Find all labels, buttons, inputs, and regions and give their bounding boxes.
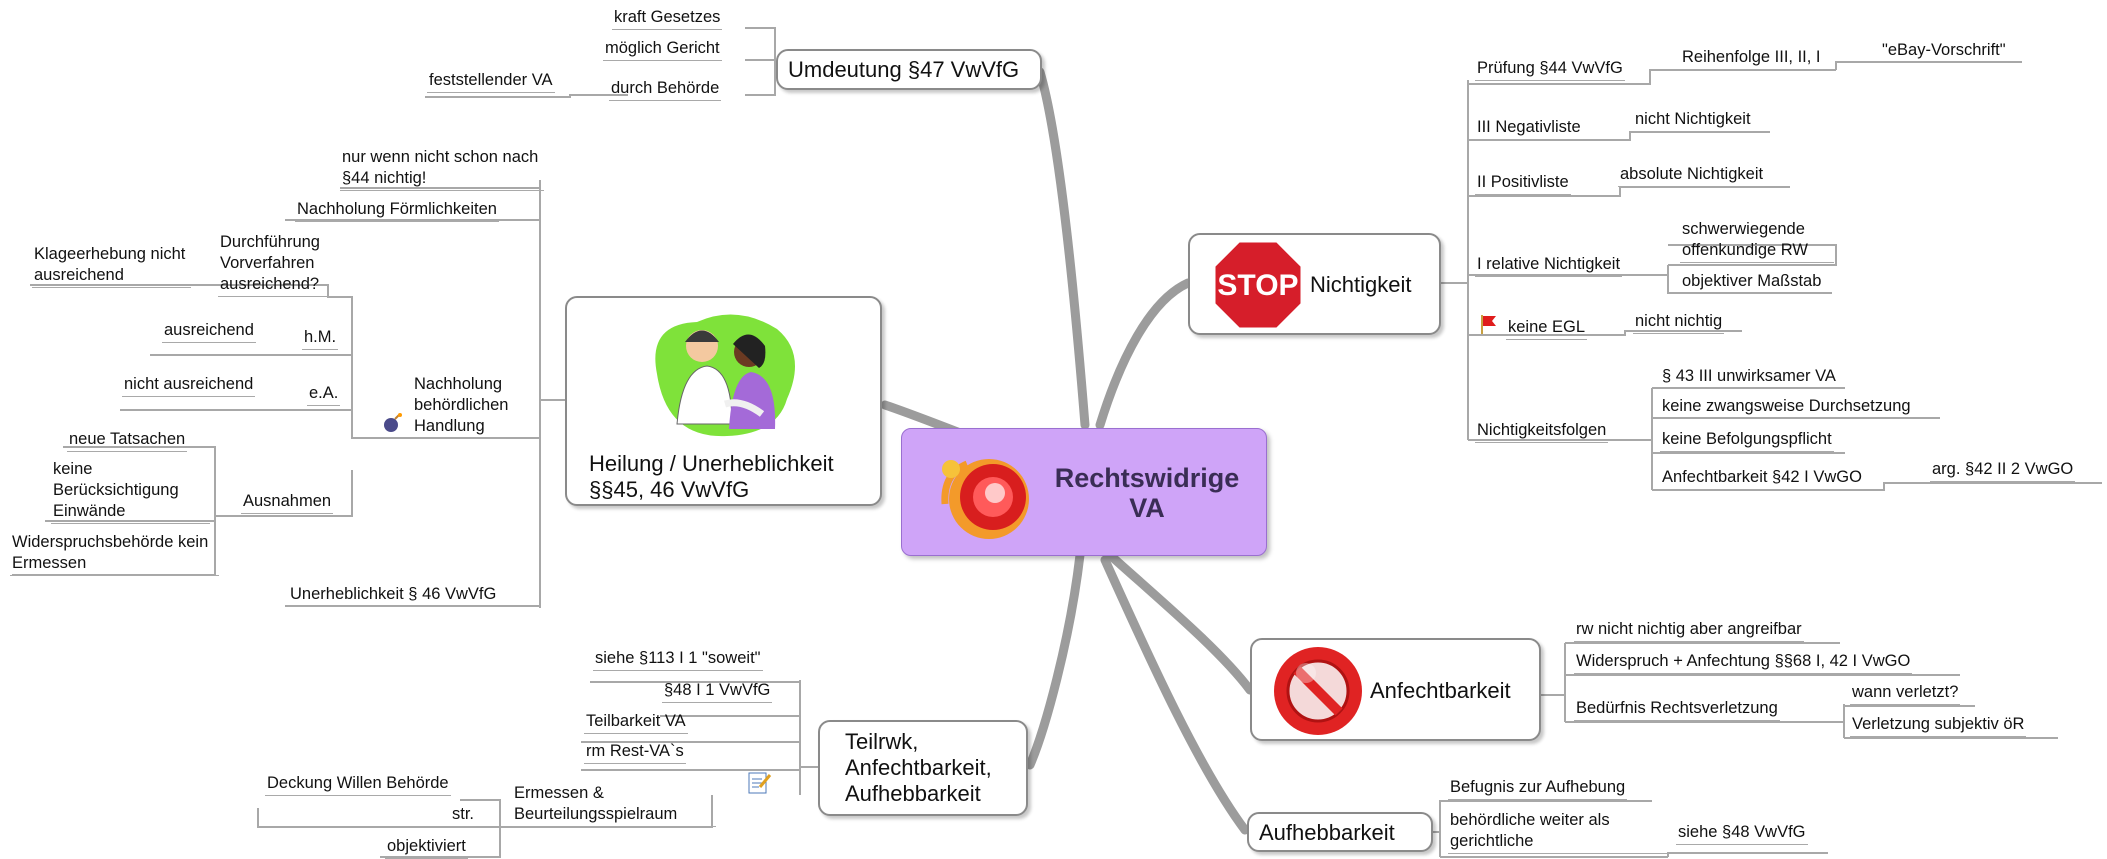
folgen-item-1: § 43 III unwirksamer VA	[1660, 366, 1838, 389]
nichtigkeitsfolgen: Nichtigkeitsfolgen	[1475, 420, 1609, 443]
stop-sign-text: STOP	[1217, 269, 1298, 302]
nicht-nichtigkeit: nicht Nichtigkeit	[1633, 109, 1753, 132]
teilrwk-item-4: rm Rest-VA`s	[584, 741, 686, 764]
teilrwk-title: Teilrwk, Anfechtbarkeit, Aufhebbarkeit	[845, 729, 992, 807]
anfecht-item-1: rw nicht nichtig aber angreifbar	[1574, 619, 1804, 642]
teilrwk-item-2: §48 I 1 VwVfG	[662, 680, 773, 703]
umdeutung-item-3: durch Behörde	[609, 78, 722, 101]
nachholung-handlung: Nachholung behördlichen Handlung	[412, 374, 509, 439]
nicht-nichtig: nicht nichtig	[1633, 311, 1725, 334]
anfechtbarkeit-title: Anfechtbarkeit	[1370, 678, 1511, 703]
folgen-item-3: keine Befolgungspflicht	[1660, 429, 1834, 452]
keine-beruecksichtigung: keine Berücksichtigung Einwände	[51, 459, 210, 524]
aufhebbarkeit-title: Aufhebbarkeit	[1259, 820, 1395, 845]
heilung-node[interactable]: Heilung / Unerheblichkeit §§45, 46 VwVfG	[565, 296, 882, 506]
umdeutung-item-2: möglich Gericht	[603, 38, 722, 61]
alarm-bell-icon	[941, 459, 1029, 539]
nichtigkeit-node[interactable]: STOP Nichtigkeit	[1188, 233, 1441, 335]
neue-tatsachen: neue Tatsachen	[67, 429, 188, 452]
nicht-ausreichend: nicht ausreichend	[122, 374, 256, 397]
umdeutung-item-1: kraft Gesetzes	[612, 7, 723, 30]
verletzung-subjektiv: Verletzung subjektiv öR	[1850, 714, 2027, 737]
keine-egl: keine EGL	[1506, 317, 1588, 340]
widerspruchsbehoerde: Widerspruchsbehörde kein Ermessen	[10, 532, 219, 576]
heilung-title-line1: Heilung / Unerheblichkeit	[589, 451, 834, 476]
ausnahmen: Ausnahmen	[241, 491, 334, 514]
folgen-item-2: keine zwangsweise Durchsetzung	[1660, 396, 1913, 419]
central-title-line1: Rechtswidrige	[1054, 463, 1240, 493]
teilrwk-title-line3: Aufhebbarkeit	[845, 781, 981, 806]
red-flag-icon	[1478, 313, 1500, 335]
teilrwk-item-3: Teilbarkeit VA	[584, 711, 688, 734]
umdeutung-sub: feststellender VA	[427, 70, 555, 93]
unerheblichkeit: Unerheblichkeit § 46 VwVfG	[288, 584, 499, 607]
hm-label: h.M.	[302, 327, 339, 350]
anfechtbarkeit-node[interactable]: Anfechtbarkeit	[1250, 638, 1541, 741]
umdeutung-title: Umdeutung §47 VwVfG	[788, 57, 1020, 82]
doctor-patient-clipart	[655, 314, 795, 437]
notepad-icon	[746, 769, 772, 795]
central-node[interactable]: Rechtswidrige VA	[901, 428, 1267, 556]
nichtigkeit-title: Nichtigkeit	[1310, 272, 1412, 297]
behoerdliche-weiter: behördliche weiter als gerichtliche	[1448, 810, 1667, 854]
teilrwk-item-1: siehe §113 I 1 "soweit"	[593, 648, 763, 671]
folgen-item-4: Anfechtbarkeit §42 I VwGO	[1660, 467, 1864, 490]
relative-nichtigkeit: I relative Nichtigkeit	[1475, 254, 1623, 277]
ea-label: e.A.	[307, 383, 341, 406]
str-label: str.	[450, 804, 477, 827]
pruefung-44: Prüfung §44 VwVfG	[1475, 58, 1625, 81]
deckung-willen: Deckung Willen Behörde	[265, 773, 451, 796]
heilung-title-line2: §§45, 46 VwVfG	[589, 477, 750, 502]
umdeutung-node[interactable]: Umdeutung §47 VwVfG	[776, 49, 1042, 90]
anfecht-item-2: Widerspruch + Anfechtung §§68 I, 42 I Vw…	[1574, 651, 1913, 674]
objektiviert: objektiviert	[385, 836, 468, 859]
objektiver-massstab: objektiver Maßstab	[1680, 271, 1824, 294]
absolute-nichtigkeit: absolute Nichtigkeit	[1618, 164, 1766, 187]
schwerwiegende-rw: schwerwiegende offenkundige RW	[1680, 219, 1834, 263]
stop-sign-icon: STOP	[1212, 239, 1304, 331]
no-entry-icon	[1274, 647, 1362, 735]
bomb-icon	[382, 412, 404, 434]
arg-42: arg. §42 II 2 VwGO	[1930, 459, 2076, 482]
aufhebbarkeit-node[interactable]: Aufhebbarkeit	[1247, 812, 1433, 852]
heilung-note: nur wenn nicht schon nach §44 nichtig!	[340, 147, 544, 191]
ebay-vorschrift: "eBay-Vorschrift"	[1880, 40, 2008, 63]
ermessen: Ermessen & Beurteilungsspielraum	[512, 783, 716, 827]
teilrwk-node[interactable]: Teilrwk, Anfechtbarkeit, Aufhebbarkeit	[818, 720, 1028, 816]
negativliste: III Negativliste	[1475, 117, 1583, 140]
heilung-title: Heilung / Unerheblichkeit §§45, 46 VwVfG	[589, 451, 834, 503]
central-title: Rechtswidrige VA	[1032, 463, 1262, 523]
vorverfahren: Durchführung Vorverfahren ausreichend?	[218, 232, 347, 297]
ausreichend: ausreichend	[162, 320, 256, 343]
positivliste: II Positivliste	[1475, 172, 1571, 195]
klageerhebung: Klageerhebung nicht ausreichend	[32, 244, 191, 288]
central-title-line2: VA	[1129, 493, 1165, 523]
teilrwk-title-line2: Anfechtbarkeit,	[845, 755, 992, 780]
wann-verletzt: wann verletzt?	[1850, 682, 1961, 705]
siehe-48: siehe §48 VwVfG	[1676, 822, 1808, 845]
reihenfolge: Reihenfolge III, II, I	[1680, 47, 1823, 70]
anfecht-item-3: Bedürfnis Rechtsverletzung	[1574, 698, 1780, 721]
teilrwk-title-line1: Teilrwk,	[845, 729, 919, 754]
nachholung-foermlichkeiten: Nachholung Förmlichkeiten	[295, 199, 499, 222]
befugnis-aufhebung: Befugnis zur Aufhebung	[1448, 777, 1628, 800]
